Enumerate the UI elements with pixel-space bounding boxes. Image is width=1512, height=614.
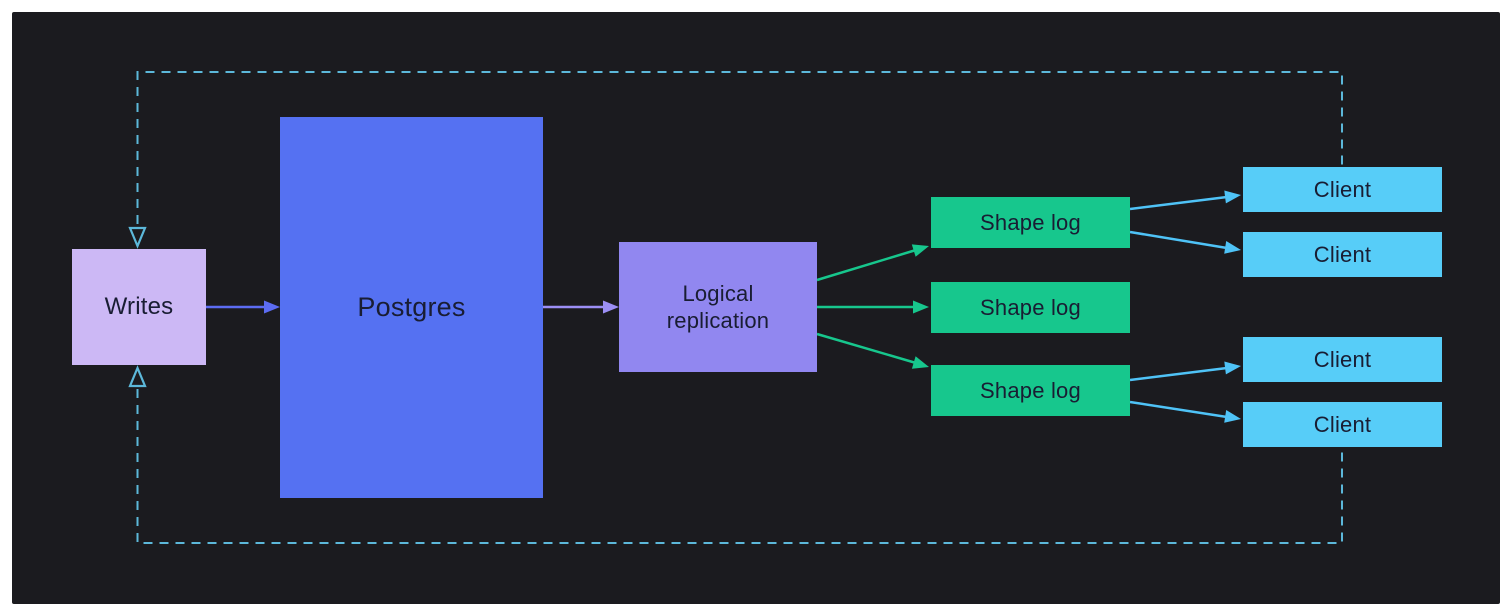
node-shape-log-1: Shape log xyxy=(931,197,1130,248)
arrow-writes-to-postgres xyxy=(206,300,280,314)
node-client-1-label: Client xyxy=(1313,176,1372,202)
node-writes-label: Writes xyxy=(104,293,174,320)
dashed-arrowhead-into-writes-bottom xyxy=(128,365,147,388)
arrow-shapelog3-to-client3 xyxy=(1129,361,1241,382)
node-shape-log-1-label: Shape log xyxy=(980,209,1081,235)
dashed-feedback-bottom xyxy=(128,365,1343,544)
node-shape-log-2-label: Shape log xyxy=(980,294,1081,320)
node-client-3: Client xyxy=(1243,337,1442,382)
node-client-4-label: Client xyxy=(1313,411,1372,437)
dashed-arrowhead-into-writes-top xyxy=(128,226,147,249)
node-shape-log-2: Shape log xyxy=(931,282,1130,333)
node-logical-replication: Logical replication xyxy=(619,242,817,372)
arrow-shapelog1-to-client2 xyxy=(1129,230,1241,254)
node-client-1: Client xyxy=(1243,167,1442,212)
node-shape-log-3: Shape log xyxy=(931,365,1130,416)
node-client-3-label: Client xyxy=(1313,346,1372,372)
node-logical-replication-label: Logical replication xyxy=(666,280,770,334)
arrow-replication-to-shapelog-1 xyxy=(816,244,929,282)
node-shape-log-3-label: Shape log xyxy=(980,377,1081,403)
arrow-replication-to-shapelog-2 xyxy=(817,300,929,314)
arrow-replication-to-shapelog-3 xyxy=(816,332,929,369)
node-client-2-label: Client xyxy=(1313,241,1372,267)
arrow-shapelog3-to-client4 xyxy=(1129,400,1241,423)
node-postgres: Postgres xyxy=(280,117,543,498)
dashed-feedback-top xyxy=(128,71,1343,249)
node-client-2: Client xyxy=(1243,232,1442,277)
node-writes: Writes xyxy=(72,249,206,365)
node-postgres-label: Postgres xyxy=(357,292,466,322)
arrow-shapelog1-to-client1 xyxy=(1129,190,1241,211)
node-client-4: Client xyxy=(1243,402,1442,447)
arrow-postgres-to-replication xyxy=(543,300,619,314)
